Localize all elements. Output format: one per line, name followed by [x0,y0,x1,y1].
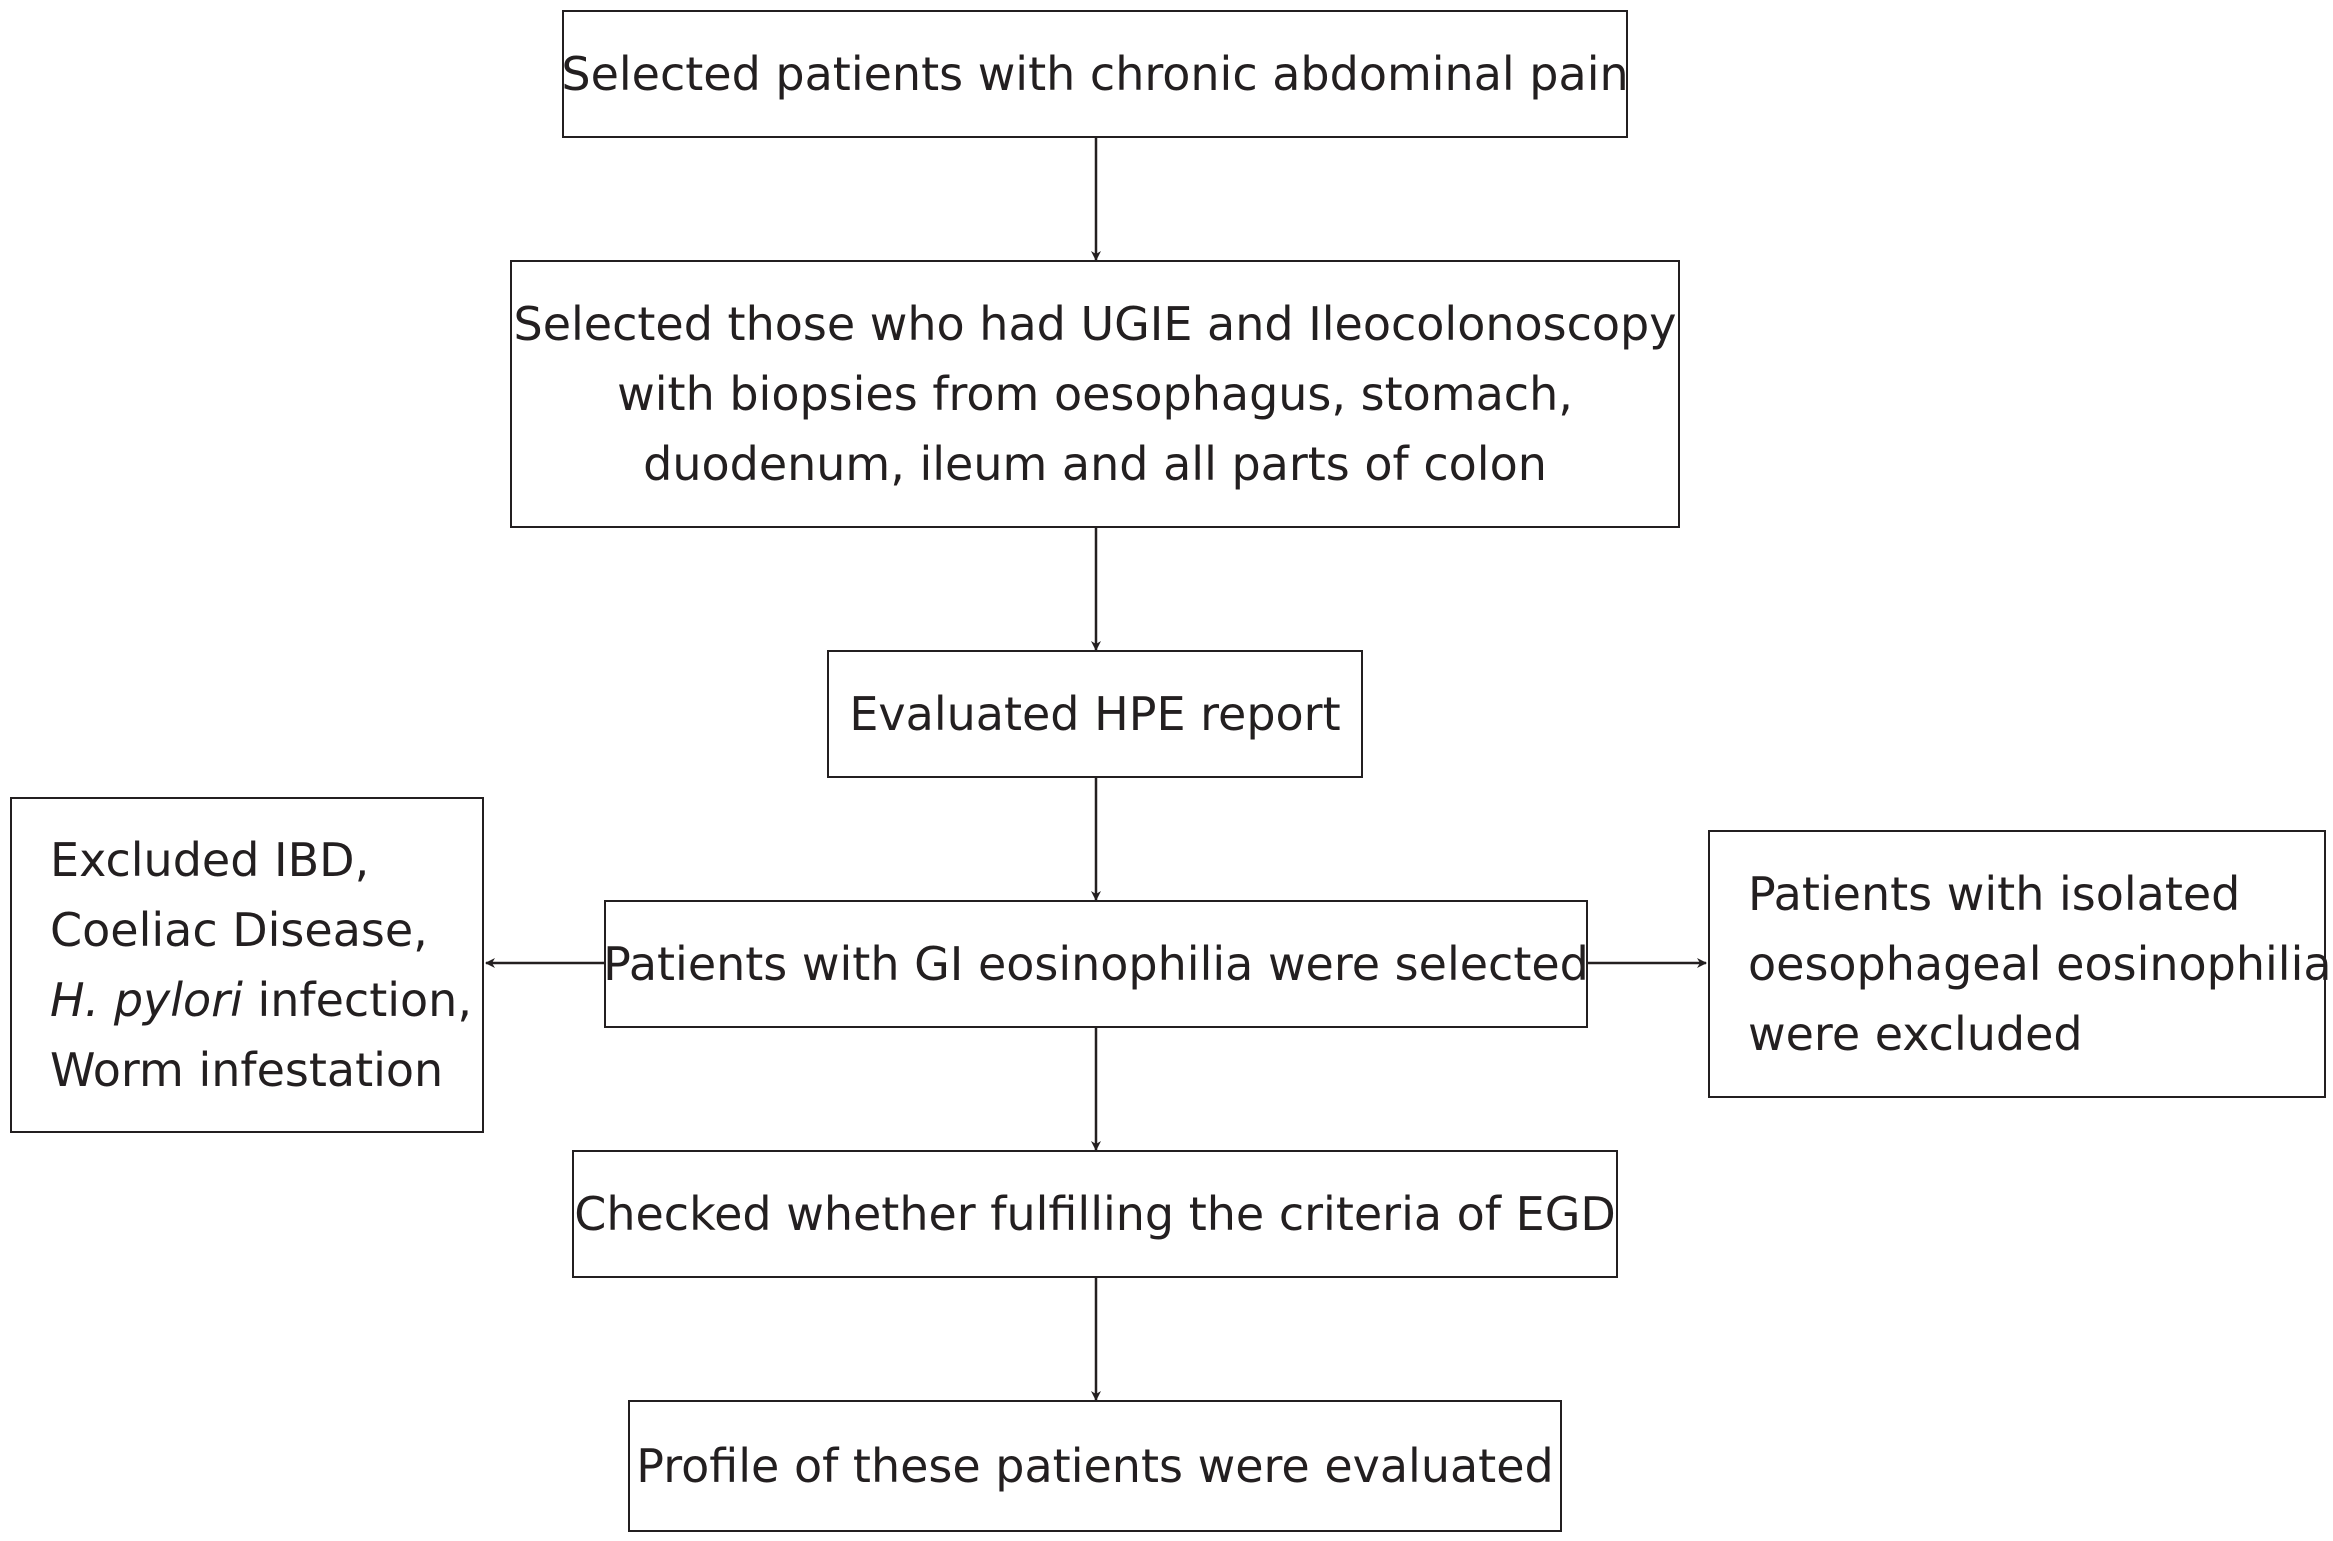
excluded-right-line-2: oesophageal eosinophilia [1748,937,2332,991]
excluded-left-line-4: Worm infestation [50,1043,444,1097]
criteria-text: Checked whether fulfilling the criteria … [574,1187,1616,1241]
endoscopy-text-line-3: duodenum, ileum and all parts of colon [643,437,1547,491]
start-text: Selected patients with chronic abdominal… [561,47,1629,101]
excluded-right-box: Patients with isolated oesophageal eosin… [1708,830,2332,1098]
profile-text: Profile of these patients were evaluated [636,1439,1554,1493]
start-box: Selected patients with chronic abdominal… [561,10,1629,138]
hpe-text: Evaluated HPE report [849,687,1341,741]
criteria-box: Checked whether fulfilling the criteria … [572,1150,1618,1278]
excluded-left-line-3: H. pylori infection, [50,965,472,1035]
excluded-left-line-1: Excluded IBD, [50,833,370,887]
endoscopy-box: Selected those who had UGIE and Ileocolo… [510,260,1680,528]
excluded-right-line-1: Patients with isolated [1748,867,2241,921]
endoscopy-text-line-1: Selected those who had UGIE and Ileocolo… [513,297,1677,351]
excluded-right-line-3: were excluded [1748,1007,2083,1061]
excluded-left-line-2: Coeliac Disease, [50,903,428,957]
gi-eosinophilia-box: Patients with GI eosinophilia were selec… [603,900,1589,1028]
gi-eosinophilia-text: Patients with GI eosinophilia were selec… [603,937,1589,991]
hpe-box: Evaluated HPE report [827,650,1363,778]
h-pylori-italic: H. pylori [50,973,243,1027]
infection-text: infection, [242,973,472,1027]
excluded-left-box: Excluded IBD, Coeliac Disease, H. pylori… [10,797,484,1133]
endoscopy-text-line-2: with biopsies from oesophagus, stomach, [617,367,1573,421]
profile-box: Profile of these patients were evaluated [628,1400,1562,1532]
